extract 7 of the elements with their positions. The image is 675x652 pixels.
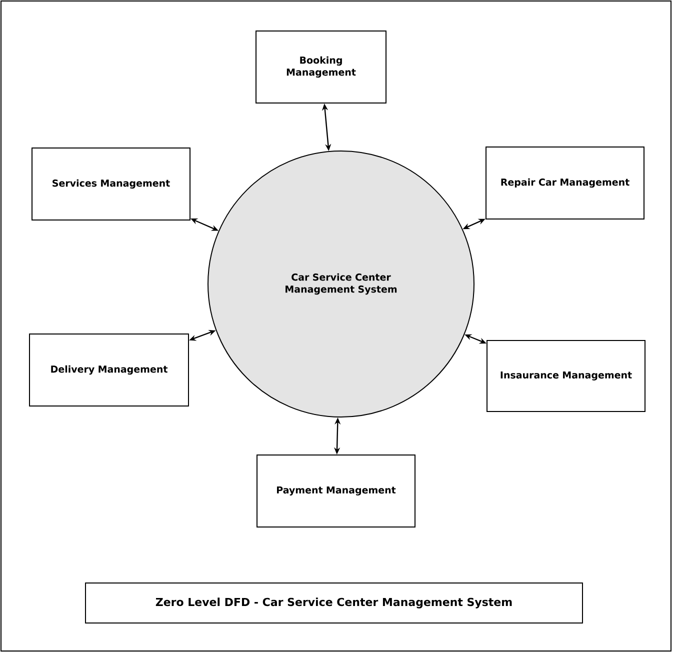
title-box: Zero Level DFD - Car Service Center Management System — [85, 582, 583, 624]
entity-box: Repair Car Management — [486, 146, 644, 220]
entity-box: Services Management — [32, 148, 190, 220]
entity-box: Booking Management — [256, 30, 386, 104]
entity-box: Delivery Management — [29, 333, 189, 406]
entity-box: Insaurance Management — [486, 340, 646, 412]
entity-box: Payment Management — [256, 454, 416, 528]
